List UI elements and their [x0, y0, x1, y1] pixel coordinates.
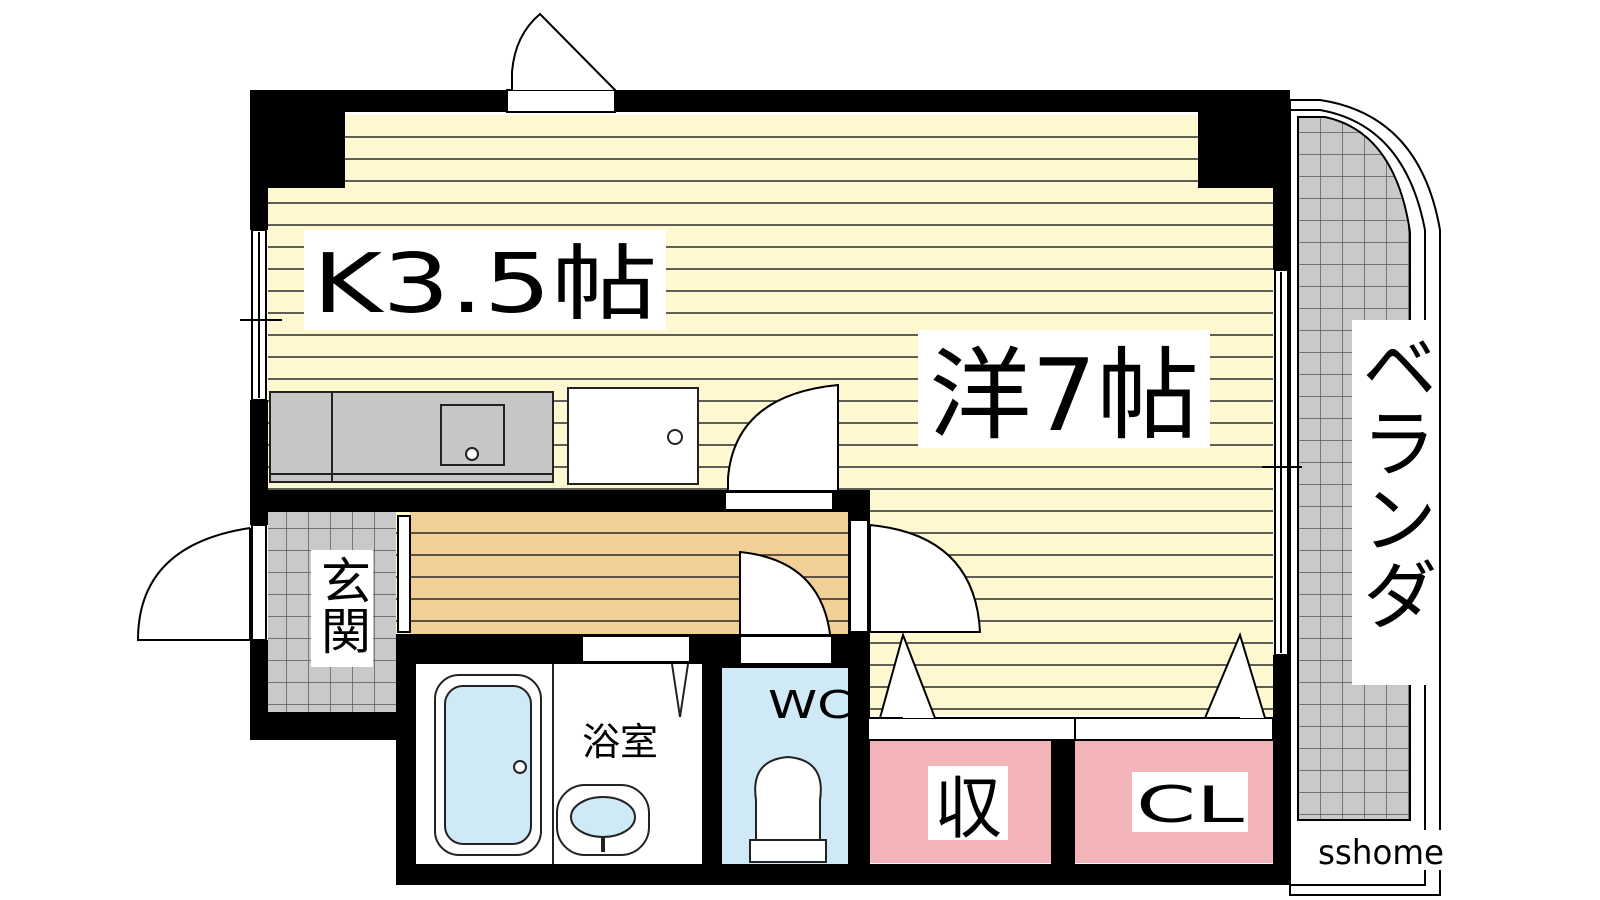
wc-room — [722, 668, 848, 864]
wc-door-opening — [739, 635, 833, 665]
entrance-door-swing — [136, 527, 251, 641]
top-door-swing — [511, 12, 616, 91]
sink-drain — [465, 447, 479, 461]
storage-door-track — [867, 717, 1274, 741]
kitchen-counter — [269, 391, 554, 483]
toilet — [754, 755, 822, 841]
door-swings — [136, 12, 1266, 719]
corridor-left-opening — [397, 515, 411, 633]
bathroom — [416, 663, 702, 864]
storage-door-left — [878, 631, 936, 719]
storage-door-right — [1203, 632, 1266, 719]
bath-door-opening — [581, 635, 691, 663]
watermark: sshome — [1318, 833, 1444, 873]
corridor-door-opening — [849, 519, 869, 633]
room-door-swing — [727, 383, 839, 490]
label-closet: CL — [1136, 776, 1244, 834]
top-door-opening — [506, 89, 616, 113]
label-storage: 収 — [934, 770, 1002, 849]
label-kitchen: K3.5帖 — [313, 237, 658, 332]
window-ticks — [240, 232, 1302, 740]
wc-door-swing — [739, 550, 831, 635]
label-veranda: ベランダ — [1349, 328, 1438, 632]
corridor-door-swing — [869, 524, 982, 633]
label-entrance: 玄関 — [313, 555, 371, 655]
room-door-opening — [724, 491, 834, 511]
fridge-space — [567, 387, 699, 485]
label-wc: WC — [768, 683, 852, 727]
entrance-door-opening — [251, 524, 267, 641]
label-bath: 浴室 — [582, 720, 658, 764]
label-western-room: 洋7帖 — [929, 337, 1199, 454]
